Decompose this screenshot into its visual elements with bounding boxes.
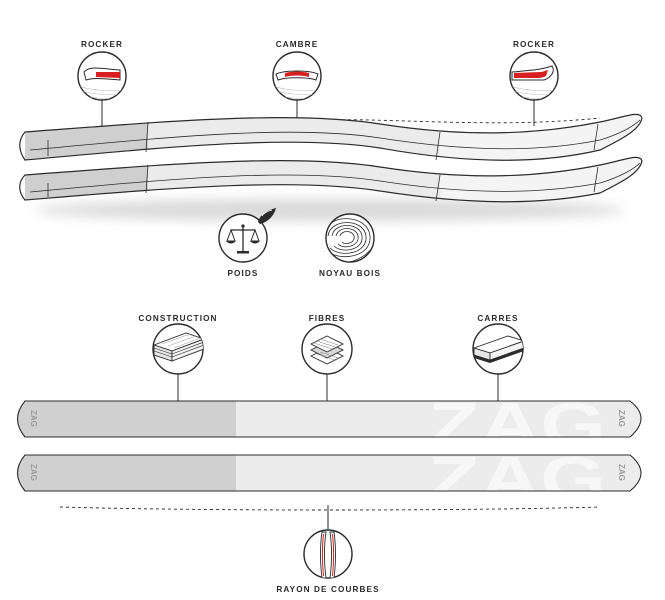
ski-tail-logo: ZAG xyxy=(29,410,38,427)
turn-radius-icon xyxy=(303,505,353,579)
poids-label: POIDS xyxy=(228,269,259,278)
rocker-tail-icon xyxy=(77,51,127,126)
camber-reference-line xyxy=(47,117,601,132)
carres-edges-icon xyxy=(472,323,524,401)
rayon-de-courbes-label: RAYON DE COURBES xyxy=(276,585,379,594)
sidecut-reference-line xyxy=(59,506,601,511)
ski-shadow xyxy=(35,199,625,221)
scale-weight-icon xyxy=(218,208,276,263)
construction-label: CONSTRUCTION xyxy=(138,314,217,323)
fibres-layers-icon xyxy=(301,323,353,401)
cambre-icon xyxy=(272,51,322,118)
ski-tip-logo: ZAG xyxy=(617,410,626,427)
cambre-label: CAMBRE xyxy=(276,40,319,49)
fibres-label: FIBRES xyxy=(309,314,346,323)
wood-core-icon xyxy=(325,213,375,263)
ski-tail-logo: ZAG xyxy=(29,464,38,481)
noyau-bois-label: NOYAU BOIS xyxy=(319,269,381,278)
ski-watermark: ZAG xyxy=(428,391,606,460)
construction-icon xyxy=(152,323,204,401)
rocker-tip-icon xyxy=(509,51,559,126)
ski-tip-logo: ZAG xyxy=(617,464,626,481)
top-view-ski-lower: ZAG ZAG ZAG xyxy=(16,445,642,514)
ski-watermark: ZAG xyxy=(428,445,606,514)
rocker-tail-label: ROCKER xyxy=(81,40,123,49)
carres-label: CARRES xyxy=(477,314,518,323)
rocker-tip-label: ROCKER xyxy=(513,40,555,49)
top-view-ski-upper: ZAG ZAG ZAG xyxy=(16,391,642,460)
